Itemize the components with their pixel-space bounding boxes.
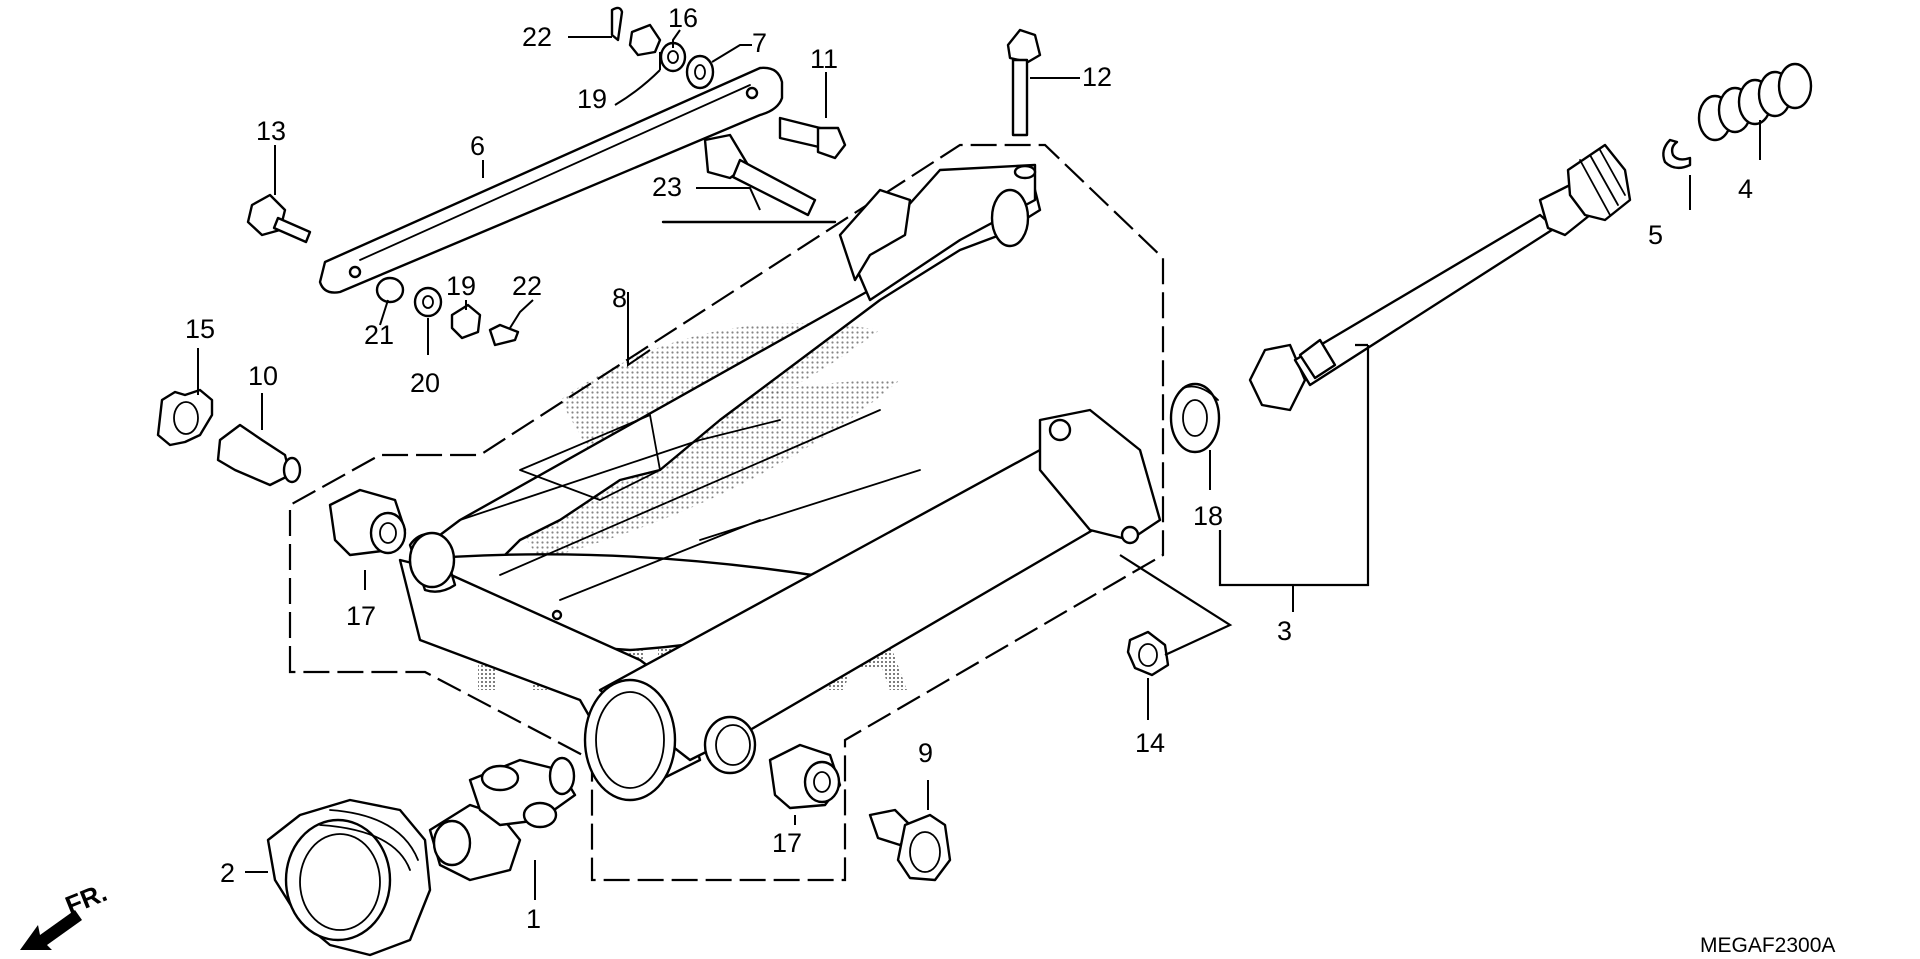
swingarm	[398, 163, 1162, 802]
part-17-bearing-lower	[768, 743, 842, 810]
callout-17-upper: 17	[346, 601, 376, 631]
part-12-bolt	[1006, 28, 1042, 137]
top-fasteners	[610, 6, 715, 90]
callout-3: 3	[1277, 616, 1292, 646]
part-9-drain-plug	[868, 808, 952, 882]
callout-9: 9	[918, 738, 933, 768]
part-14-nut	[1126, 630, 1170, 677]
callout-5: 5	[1648, 220, 1663, 250]
leader-lines	[197, 29, 1761, 900]
callout-12: 12	[1082, 62, 1112, 92]
front-direction-arrow: FR.	[20, 877, 111, 950]
callout-13: 13	[256, 116, 286, 146]
callout-21: 21	[364, 320, 394, 350]
front-label: FR.	[61, 877, 111, 921]
callout-20: 20	[410, 368, 440, 398]
callout-15: 15	[185, 314, 215, 344]
part-3-drive-shaft	[1248, 143, 1632, 412]
part-6-torque-link	[318, 66, 784, 294]
swingarm-assembly-bracket	[288, 143, 1165, 882]
part-5-circlip	[1662, 138, 1692, 170]
callout-labels: 22 16 7 19 11 12 13 6 23 8 22 19 21 20 1…	[185, 3, 1753, 934]
part-17-bearing-upper	[328, 488, 407, 557]
part-18-bearing	[1169, 382, 1221, 454]
callout-10: 10	[248, 361, 278, 391]
lower-link-fasteners	[375, 276, 520, 347]
part-13-bolt	[246, 193, 312, 244]
part-15-lock-nut	[156, 388, 214, 447]
diagram-code: MEGAF2300A	[1700, 934, 1835, 957]
callout-22-top: 22	[522, 22, 552, 52]
part-23-pivot-pin	[661, 133, 837, 224]
callout-14: 14	[1135, 728, 1165, 758]
callout-6: 6	[470, 131, 485, 161]
part-14-bracket	[1119, 554, 1233, 656]
part-2-boot	[266, 798, 432, 957]
callout-7: 7	[752, 28, 767, 58]
callout-22-lower: 22	[512, 271, 542, 301]
callout-23: 23	[652, 172, 682, 202]
callout-1: 1	[526, 904, 541, 934]
callout-19-lower: 19	[446, 271, 476, 301]
part-10-pivot-bolt	[216, 423, 302, 487]
callout-18: 18	[1193, 501, 1223, 531]
callout-11: 11	[810, 44, 838, 74]
part-11-bolt	[778, 116, 847, 160]
callout-17-lower: 17	[772, 828, 802, 858]
part-1-universal-joint	[428, 756, 577, 882]
callout-16: 16	[668, 3, 698, 33]
callout-19-top: 19	[577, 84, 607, 114]
callout-4: 4	[1738, 174, 1753, 204]
callout-8: 8	[612, 283, 627, 313]
callout-2: 2	[220, 858, 235, 888]
part-4-spring	[1697, 62, 1813, 142]
